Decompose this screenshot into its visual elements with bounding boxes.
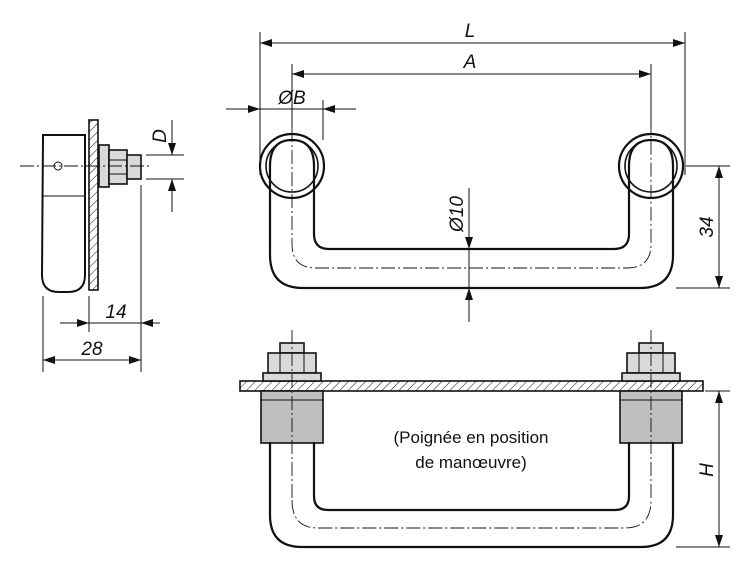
top-handle-inner <box>312 164 631 251</box>
dim-14-label: 14 <box>105 302 126 323</box>
dim-28-label: 28 <box>80 339 103 360</box>
top-handle-outer <box>268 164 675 290</box>
dim-a-label: A <box>463 52 477 73</box>
right-bend-top <box>627 138 675 168</box>
dim-l-label: L <box>465 21 476 42</box>
note-line-1: (Poignée en position <box>393 428 548 447</box>
dim-b-label: ØB <box>277 88 306 109</box>
side-view: D 14 28 <box>20 119 184 372</box>
side-panel-section <box>88 119 99 291</box>
front-handle-centerline <box>291 499 652 529</box>
note-line-2: de manœuvre) <box>415 453 526 472</box>
side-nut <box>108 149 128 185</box>
top-view: L A ØB Ø10 34 <box>226 21 730 322</box>
dim-34-label: 34 <box>697 216 718 237</box>
front-handle-inner <box>312 441 631 512</box>
dim-d10-label: Ø10 <box>447 196 468 233</box>
front-view: H (Poignée en position de manœuvre) <box>239 330 730 549</box>
front-handle-outer <box>268 441 675 549</box>
top-handle-centerline <box>291 128 652 269</box>
dim-h-label: H <box>697 463 718 477</box>
side-screw-end <box>126 154 142 180</box>
side-handle-body <box>40 134 86 293</box>
dim-d-label: D <box>150 129 171 143</box>
front-panel-section <box>239 380 704 392</box>
